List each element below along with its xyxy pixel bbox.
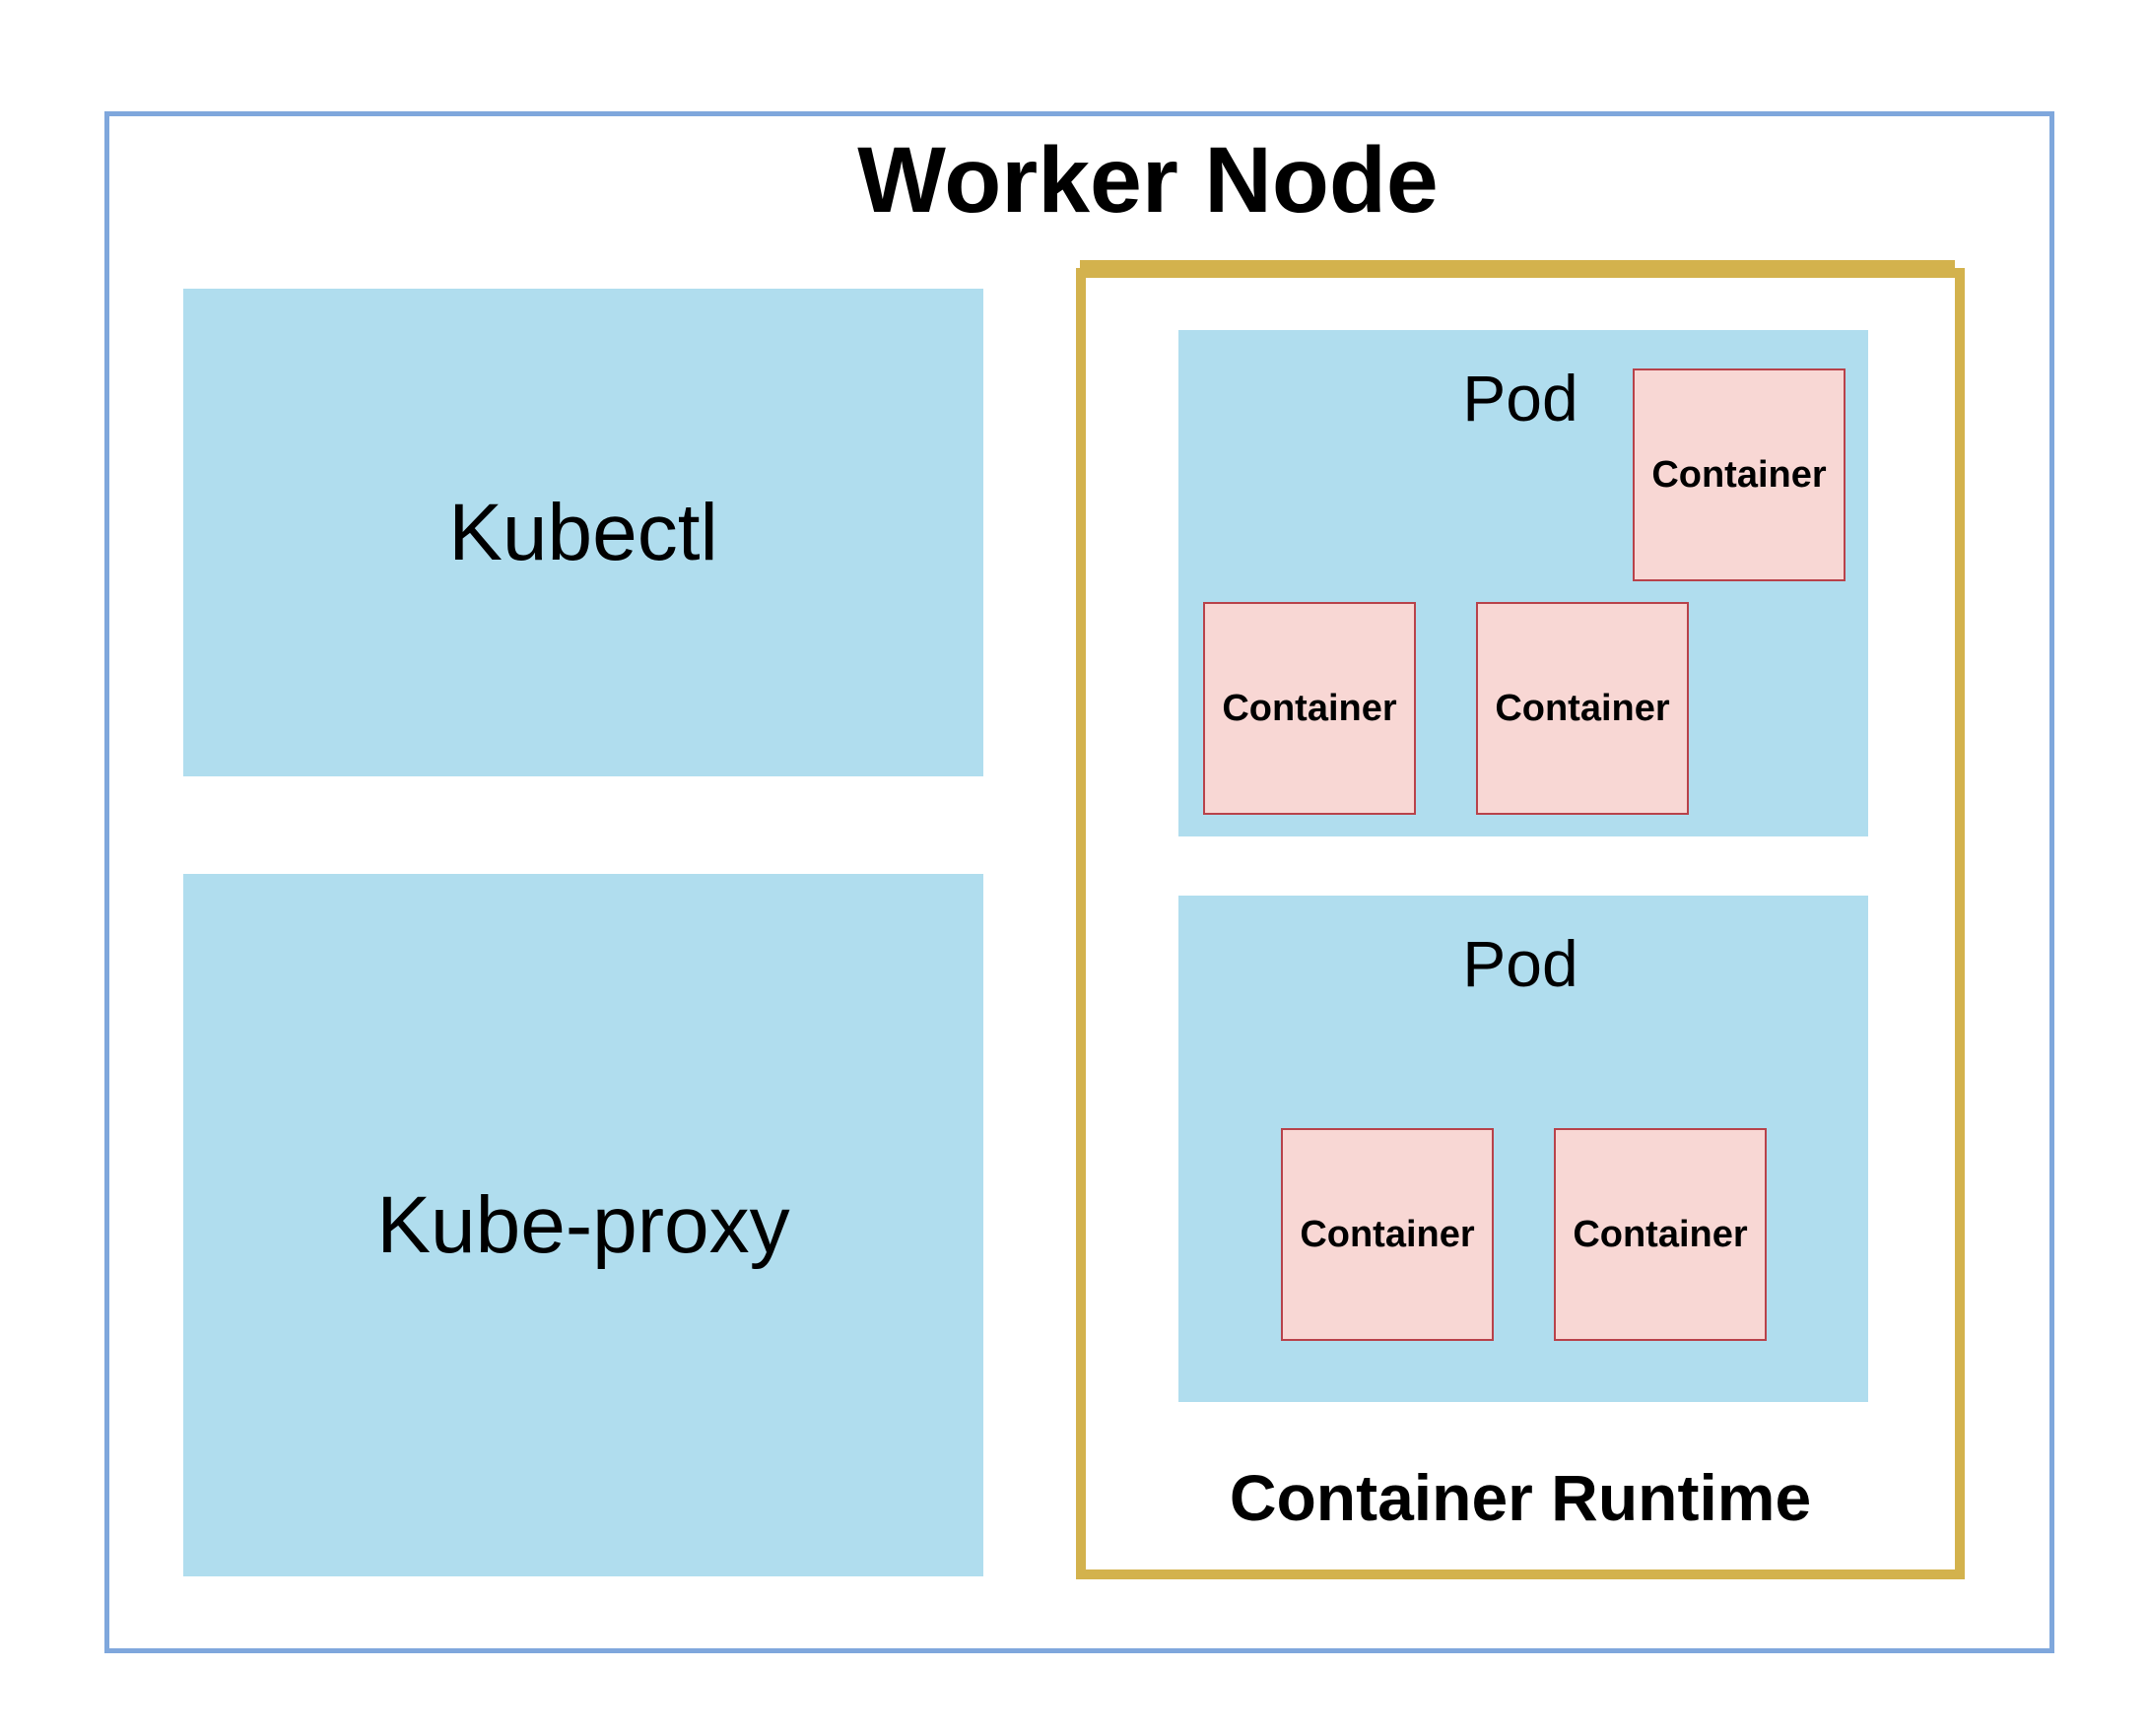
worker-node-title: Worker Node [857,128,1439,233]
kube-proxy-label: Kube-proxy [376,1179,790,1270]
kube-proxy-block: Kube-proxy [183,874,983,1576]
pod-2-container-2: Container [1554,1128,1767,1341]
pod-1-container-3: Container [1476,602,1689,815]
pod-2-container-1: Container [1281,1128,1494,1341]
pod-1-container-1: Container [1633,368,1846,581]
container-runtime-label: Container Runtime [1229,1461,1812,1534]
pod-1-label: Pod [1462,362,1578,434]
container-runtime-top-edge [1080,260,1955,270]
kubectl-label: Kubectl [448,487,718,577]
pod-2-label: Pod [1462,927,1578,1000]
kubectl-block: Kubectl [183,289,983,776]
pod-1-container-2: Container [1203,602,1416,815]
